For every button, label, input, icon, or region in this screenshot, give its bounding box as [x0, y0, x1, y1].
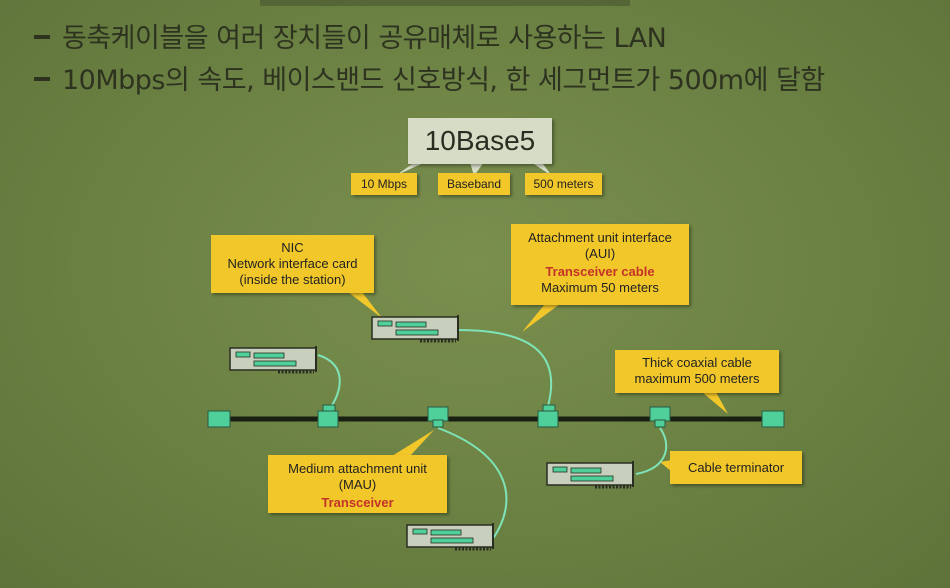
transceiver-cable-1: [317, 354, 341, 409]
bus-end-left: [207, 410, 231, 428]
terminator-pointer: [660, 460, 672, 472]
aui-pointer: [522, 304, 560, 332]
title-pointer-left: [395, 160, 430, 176]
nic-card-left: [229, 346, 317, 374]
top-edge-shadow: [260, 0, 630, 6]
bullet-text: 10Mbps의 속도, 베이스밴드 신호방식, 한 세그먼트가 500m에 달함: [62, 65, 825, 96]
bullet-shared-medium: 동축케이블을 여러 장치들이 공유매체로 사용하는 LAN: [34, 16, 667, 55]
nic-pointer: [348, 292, 382, 318]
coax-pointer: [702, 392, 728, 414]
transceiver-cable-3: [437, 427, 508, 541]
cable-terminator-end: [761, 410, 785, 428]
mau-pointer: [392, 430, 434, 456]
aui-label: Attachment unit interface: [528, 230, 672, 245]
callout-mau: Medium attachment unit (MAU) Transceiver: [268, 455, 447, 513]
diagram-title: 10Base5: [408, 118, 552, 164]
nic-label: NIC: [281, 240, 304, 255]
mau-transceiver-1: [317, 404, 339, 428]
nic-card-top: [371, 315, 459, 343]
coax-limit: maximum 500 meters: [634, 371, 760, 386]
title-pointer-mid: [470, 162, 484, 176]
mau-highlight: Transceiver: [321, 495, 394, 510]
callout-terminator: Cable terminator: [670, 451, 802, 484]
transceiver-cable-4: [635, 427, 668, 475]
nic-label-full: Network interface card: [227, 256, 358, 271]
aui-limit: Maximum 50 meters: [541, 280, 659, 295]
coax-label: Thick coaxial cable: [642, 355, 752, 370]
mau-transceiver-3: [537, 404, 559, 428]
title-pointer-right: [528, 160, 552, 176]
dash-icon: [34, 76, 50, 81]
aui-highlight: Transceiver cable: [545, 264, 655, 279]
mau-transceiver-2: [427, 406, 449, 428]
tag-signaling: Baseband: [438, 173, 510, 195]
aui-abbrev: (AUI): [584, 246, 616, 261]
tag-speed: 10 Mbps: [351, 173, 417, 195]
bullet-text: 동축케이블을 여러 장치들이 공유매체로 사용하는 LAN: [62, 23, 667, 54]
callout-coax: Thick coaxial cable maximum 500 meters: [615, 350, 779, 393]
transceiver-cable-2: [457, 329, 553, 407]
bullet-speed: 10Mbps의 속도, 베이스밴드 신호방식, 한 세그먼트가 500m에 달함: [34, 58, 825, 97]
nic-card-right: [546, 461, 634, 489]
dash-icon: [34, 34, 50, 39]
nic-label-note: (inside the station): [239, 272, 346, 287]
mau-label: Medium attachment unit: [288, 461, 427, 476]
callout-aui: Attachment unit interface (AUI) Transcei…: [511, 224, 689, 305]
nic-card-bottom: [406, 523, 494, 551]
mau-transceiver-4: [649, 406, 671, 428]
callout-nic: NIC Network interface card (inside the s…: [211, 235, 374, 293]
mau-abbrev: (MAU): [338, 477, 377, 492]
tag-length: 500 meters: [525, 173, 602, 195]
